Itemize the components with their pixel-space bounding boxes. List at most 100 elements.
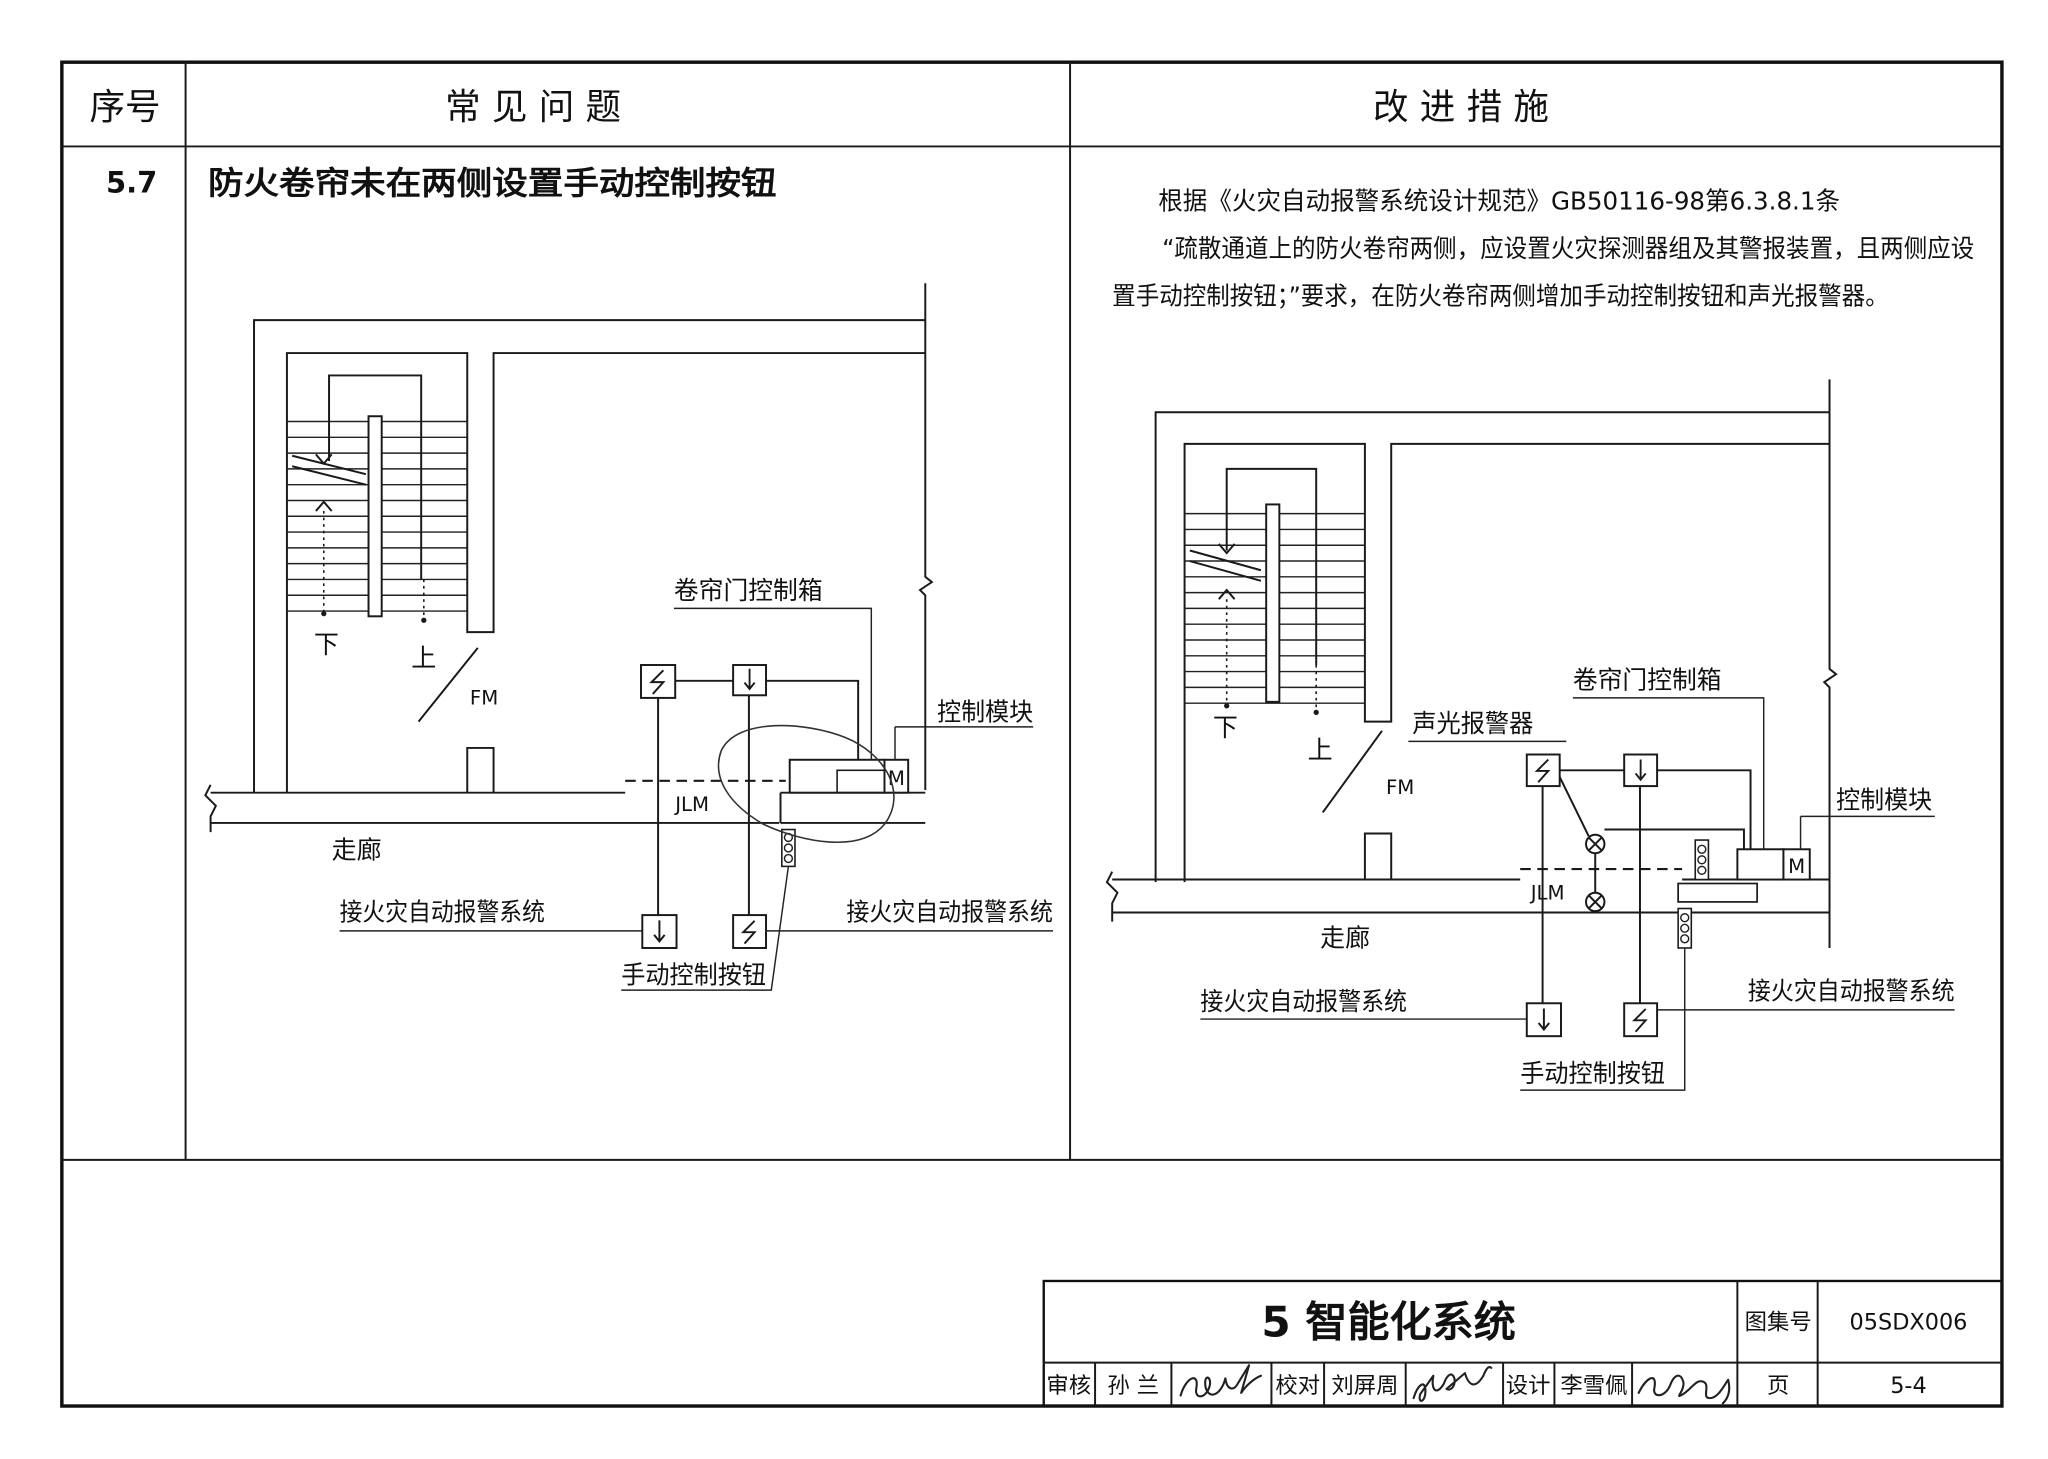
shutter-control-box: M	[1677, 839, 1811, 949]
signal-light-icon	[1697, 855, 1707, 865]
header-no: 序号	[90, 87, 161, 128]
header-measure: 改 进 措 施	[1373, 87, 1549, 128]
table-frame	[60, 60, 2004, 1408]
checker-name: 刘屏周	[1331, 1373, 1398, 1399]
up-end-dot	[421, 617, 427, 623]
alarm-cross	[1587, 894, 1603, 910]
page-label: 页	[1767, 1373, 1789, 1399]
label-up: 上	[411, 643, 436, 672]
wire	[657, 679, 860, 916]
leader-control-box	[673, 607, 873, 760]
reviewer-signature	[1179, 1364, 1262, 1398]
label-to-fas-right: 接火灾自动报警系统	[846, 897, 1053, 926]
title-block-frame	[1042, 1279, 2004, 1408]
signal-light-icon	[1697, 844, 1707, 854]
shutter-housing	[1677, 882, 1758, 903]
control-box	[1736, 848, 1785, 881]
label-up: 上	[1308, 735, 1333, 764]
atlas-no: 05SDX006	[1850, 1310, 1968, 1336]
wiring	[657, 679, 860, 916]
label-fm: FM	[470, 686, 498, 709]
diagram-problem: 下 上 FM 走廊 JLM M	[204, 283, 1053, 991]
label-down: 下	[314, 630, 339, 659]
fire-door-leaf	[417, 647, 479, 723]
stair-walk-line	[328, 374, 423, 580]
markup-circle	[717, 724, 895, 843]
measure-text-line-1: 根据《火灾自动报警系统设计规范》GB50116-98第6.3.8.1条	[1158, 187, 1840, 216]
leader-control-module	[1799, 815, 1935, 850]
design-label: 设计	[1506, 1373, 1551, 1399]
atlas-no-label: 图集号	[1745, 1310, 1812, 1336]
leader-manual-button	[1520, 947, 1686, 1091]
signal-light-icon	[783, 843, 794, 853]
signal-light-icon	[1680, 923, 1690, 933]
stair-break-line	[291, 454, 367, 486]
header-problem: 常 见 问 题	[445, 87, 621, 128]
label-jlm: JLM	[1529, 881, 1565, 904]
chevron-down-icon	[1218, 543, 1236, 555]
label-manual-button: 手动控制按钮	[1520, 1059, 1665, 1088]
devices	[639, 664, 768, 949]
label-manual-button: 手动控制按钮	[621, 961, 766, 990]
leaders: 卷帘门控制箱 控制模块 接火灾自动报警系统 接火灾自动报警系统 手动控制按钮	[340, 576, 1053, 991]
chevron-up-icon	[315, 500, 333, 512]
alarm-wire	[1558, 776, 1745, 893]
wiring	[1541, 769, 1752, 1004]
up-end-dot	[1313, 709, 1319, 716]
signal-light-icon	[783, 853, 794, 864]
check-label: 校对	[1275, 1373, 1320, 1399]
staircase: 下 上	[286, 374, 468, 672]
down-end-dot	[321, 611, 327, 617]
devices	[1525, 753, 1659, 1038]
alarm-cross	[1587, 836, 1603, 852]
label-corridor: 走廊	[1320, 924, 1370, 953]
signal-light-icon	[1697, 865, 1707, 876]
building-walls	[1154, 379, 1838, 948]
reviewer-name: 孙 兰	[1107, 1373, 1159, 1399]
row-number: 5.7	[106, 165, 157, 199]
building-walls	[253, 283, 934, 793]
label-corridor: 走廊	[332, 835, 382, 864]
label-control-box: 卷帘门控制箱	[1573, 666, 1722, 695]
table-row: 5.7 防火卷帘未在两侧设置手动控制按钮 根据《火灾自动报警系统设计规范》GB5…	[106, 165, 1974, 310]
control-module-box	[1782, 848, 1811, 881]
label-control-module: 控制模块	[1836, 785, 1932, 814]
measure-text-line-2: “疏散通道上的防火卷帘两侧，应设置火灾探测器组及其警报装置，且两侧应设	[1162, 234, 1974, 263]
device-box	[732, 914, 768, 949]
leaders: 卷帘门控制箱 声光报警器 控制模块 接火灾自动报警系统 接火灾自动报警系统 手动…	[1200, 666, 1955, 1091]
signal-light-icon	[1680, 934, 1690, 944]
measure-text-line-3: 置手动控制按钮；”要求，在防火卷帘两侧增加手动控制按钮和声光报警器。	[1112, 281, 1889, 310]
label-down: 下	[1213, 713, 1238, 742]
outer-border	[60, 60, 2004, 1408]
corridor-walls	[1105, 832, 1830, 922]
label-to-fas-right: 接火灾自动报警系统	[1748, 976, 1955, 1005]
stair-handrail	[367, 415, 383, 618]
label-control-module: 控制模块	[937, 697, 1033, 726]
leader-control-module	[894, 726, 1034, 760]
stair-break-line	[1189, 549, 1262, 582]
chevron-up-icon	[1218, 588, 1236, 600]
stair-walk-line	[1225, 467, 1318, 666]
designer-signature	[1637, 1374, 1731, 1405]
sheet-title: 5 智能化系统	[1261, 1297, 1516, 1346]
label-fm: FM	[1386, 776, 1414, 799]
stair-handrail	[1265, 503, 1281, 703]
diagram-improvement: 下 上 FM 走廊 JLM M	[1105, 379, 1955, 1091]
fire-door-leaf	[1321, 730, 1383, 814]
title-block: 5 智能化系统 图集号 05SDX006 页 5-4 审核 孙 兰 校对 刘屏周…	[1042, 1279, 2004, 1408]
review-label: 审核	[1046, 1373, 1091, 1399]
title-block-lines	[1043, 1280, 2002, 1407]
checker-signature	[1412, 1366, 1493, 1402]
label-to-fas-left: 接火灾自动报警系统	[1200, 987, 1407, 1016]
leader-control-box	[1572, 697, 1765, 850]
problem-title: 防火卷帘未在两侧设置手动控制按钮	[208, 166, 777, 202]
shutter-control-box: M	[781, 758, 910, 868]
leader-manual-button	[621, 866, 790, 991]
down-end-dot	[1224, 703, 1230, 709]
staircase: 下 上	[1184, 467, 1365, 764]
label-to-fas-left: 接火灾自动报警系统	[340, 897, 545, 926]
control-module-symbol: M	[1788, 855, 1805, 878]
control-module-box	[883, 758, 910, 794]
table-header: 序号 常 见 问 题 改 进 措 施	[90, 87, 1549, 128]
label-jlm: JLM	[673, 793, 709, 816]
